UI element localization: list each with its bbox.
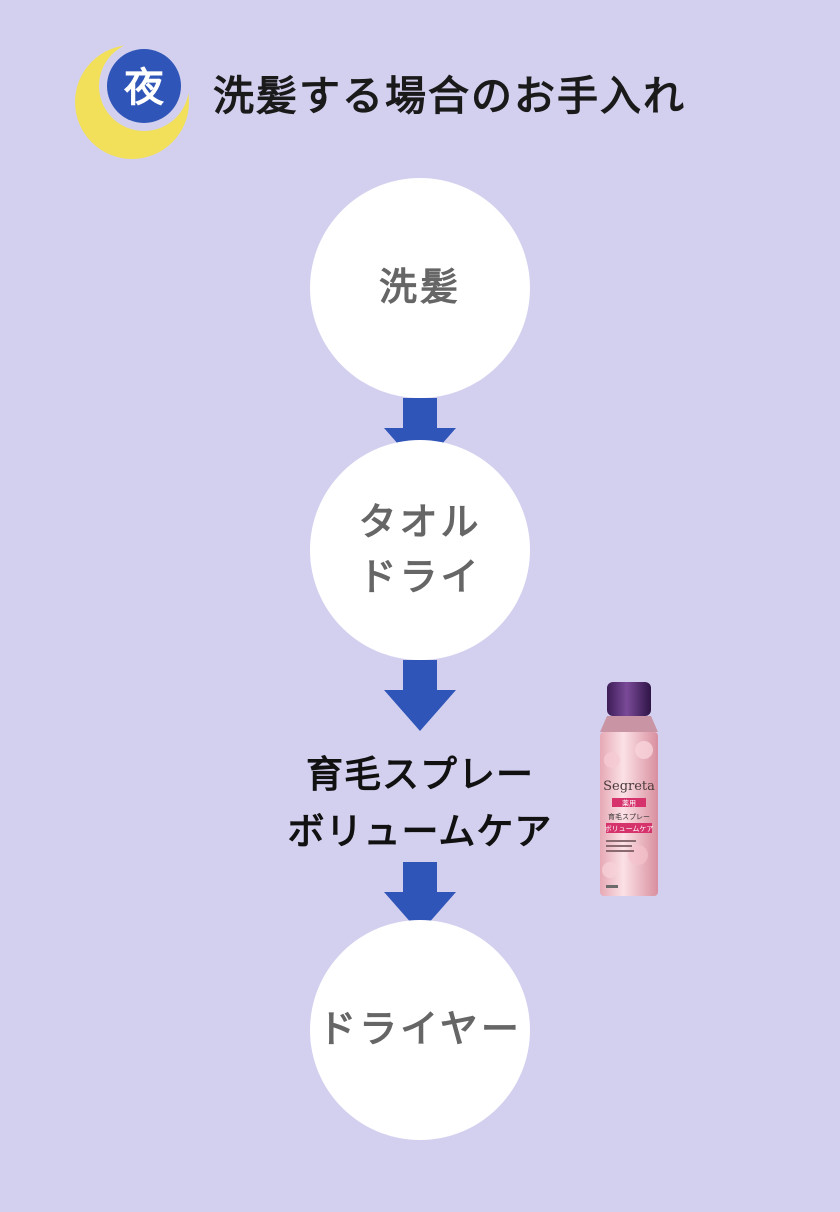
step-label-spray: 育毛スプレー ボリュームケア (287, 753, 553, 854)
product-name: 育毛スプレー (608, 812, 650, 821)
header: 夜 洗髪する場合のお手入れ (72, 40, 812, 164)
step-circle-towel-dry: タオル ドライ (310, 440, 530, 660)
step-circle-shampoo: 洗髪 (310, 178, 530, 398)
page-title: 洗髪する場合のお手入れ (213, 72, 686, 120)
product-bottle-image: Segreta 薬用 育毛スプレー ボリュームケア (598, 680, 660, 902)
product-line: ボリュームケア (605, 825, 654, 833)
step-label-towel-dry: タオル ドライ (358, 499, 482, 599)
flow-arrow-down-icon (384, 398, 456, 470)
night-badge-label: 夜 (123, 65, 165, 111)
moon-night-icon: 夜 (72, 40, 192, 164)
step-label-dryer: ドライヤー (318, 1007, 522, 1052)
step-circle-dryer: ドライヤー (310, 920, 530, 1140)
product-brand: Segreta (603, 779, 655, 794)
flow-arrow-down-icon (384, 660, 456, 732)
step-label-shampoo: 洗髪 (378, 265, 461, 310)
flow-arrow-down-icon (384, 862, 456, 934)
product-badge: 薬用 (622, 799, 636, 808)
